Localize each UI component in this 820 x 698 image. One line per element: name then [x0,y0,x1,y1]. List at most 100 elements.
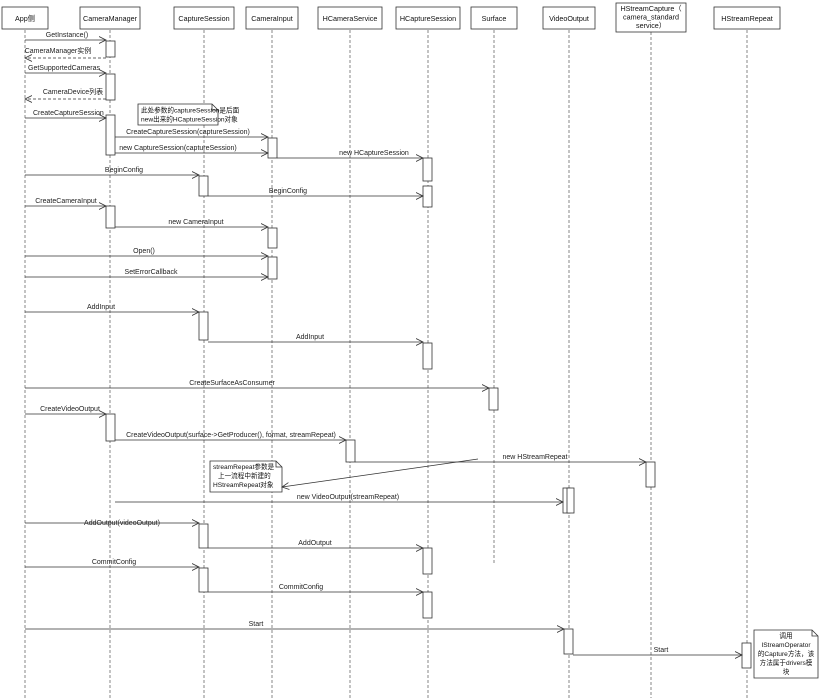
message-cs-to-hcap: BeginConfig [208,188,423,196]
participant-surface-label: Surface [482,14,507,23]
activation-bar [422,342,433,370]
participant-hcamera-service: HCameraService [317,6,383,30]
note-stream-repeat-line2: 上一流程中新建的 [218,471,271,480]
message-hcs-to-hsc: new HStreamRepeat [355,454,646,462]
note-istream-operator-line2: IStreamOperator [761,642,811,649]
message-label: new VideoOutput(streamRepeat) [297,494,399,501]
message-app-to-cm: CreateCameraInput [25,198,106,206]
note-stream-repeat-line3: HStreamRepeat对象 [213,480,274,489]
message-label: SetErrorCallback [125,269,178,276]
message-app-to-vo: Start [25,621,564,629]
message-label: CreateSurfaceAsConsumer [189,380,275,387]
note-istream-operator-line5: 块 [783,667,790,676]
message-label: CreateCaptureSession [33,110,104,117]
message-cm-to-app: CameraManager实例 [25,46,106,58]
message-cm-to-ci: new CaptureSession(captureSession) [115,145,268,153]
participant-hstream-repeat-label: HStreamRepeat [721,14,773,23]
message-label: BeginConfig [105,167,143,174]
activation-bar [105,413,116,442]
message-label: BeginConfig [269,188,307,195]
message-label: CommitConfig [92,559,136,566]
activation-bar [345,439,356,463]
message-label: new HCaptureSession [339,150,409,157]
message-cm-to-vo: new VideoOutput(streamRepeat) [115,494,563,502]
message-label: AddInput [296,334,324,341]
activation-bar [198,311,209,341]
message-label: Start [654,647,669,654]
activation-bar [267,256,278,280]
activation-bar [741,642,752,669]
activation-bar [422,547,433,575]
message-cm-to-ci: new CameraInput [115,219,268,227]
message-label: Open() [133,248,155,255]
message-app-to-cs: AddOutput(videoOutput) [25,520,199,527]
activation-bar [198,567,209,593]
message-cm-to-app: CameraDevice列表 [25,87,106,99]
message-label: CameraManager实例 [25,46,92,55]
message-app-to-cs: AddInput [25,304,199,312]
activation-bar [105,114,116,156]
activation-bar [198,175,209,197]
message-app-to-cs: CommitConfig [25,559,199,567]
note-istream-operator-line1: 调用 [779,631,792,640]
message-label: CreateCameraInput [35,198,97,205]
note-connector [282,458,479,487]
message-label: new HStreamRepeat [503,454,568,461]
message-cs-to-hcap: AddInput [208,334,423,342]
note-istream-operator-line4: 方法属于drivers模 [760,658,813,667]
message-app-to-ci: Open() [25,248,268,256]
participant-hcapture-session: HCaptureSession [395,6,461,30]
message-app-to-cm: CreateVideoOutput [25,406,106,414]
participant-video-output-label: VideoOutput [549,14,589,23]
participant-app-label: App侧 [15,14,35,23]
activation-bar [488,387,499,411]
participant-camera-input-label: CameraInput [251,14,293,23]
message-label: CreateCaptureSession(captureSession) [126,129,250,136]
participant-camera-input: CameraInput [245,6,299,30]
message-label: CameraDevice列表 [43,87,103,96]
participant-capture-session-label: CaptureSession [178,14,229,23]
note-capture-session-line1: 此处参数的captureSession是后面 [141,106,240,115]
message-label: CommitConfig [279,584,323,591]
participant-surface: Surface [470,6,518,30]
message-app-to-cm: CreateCaptureSession [25,110,106,118]
activation-bar [422,185,433,208]
message-app-to-surf: CreateSurfaceAsConsumer [25,380,489,388]
message-label: AddOutput [298,540,332,547]
participant-hstream-repeat: HStreamRepeat [713,6,781,30]
activation-bar [645,461,656,488]
note-stream-repeat-line1: streamRepeat参数是 [213,462,275,471]
message-cs-to-hcap: CommitConfig [208,584,423,592]
activation-bar [198,523,209,549]
message-label: AddOutput(videoOutput) [84,520,160,527]
participant-camera-manager-label: CameraManager [83,14,138,23]
activation-bar [105,40,116,58]
note-istream-operator: 调用 IStreamOperator 的Capture方法，该 方法属于driv… [753,629,819,679]
activation-bar [267,137,278,159]
activation-bar [566,487,575,514]
message-cm-to-ci: CreateCaptureSession(captureSession) [115,129,268,137]
message-label: AddInput [87,304,115,311]
participant-hcapture-session-label: HCaptureSession [400,14,456,23]
message-label: Start [249,621,264,628]
message-app-to-cs: BeginConfig [25,167,199,175]
message-label: new CameraInput [168,219,223,226]
message-label: new CaptureSession(captureSession) [119,145,237,152]
note-capture-session-line2: new出来的HCaptureSession对象 [141,115,238,124]
participant-video-output: VideoOutput [542,6,596,30]
message-ci-to-hcap: new HCaptureSession [277,150,423,158]
note-stream-repeat: streamRepeat参数是 上一流程中新建的 HStreamRepeat对象 [209,460,283,493]
activation-bar [105,73,116,101]
message-app-to-cm: GetInstance() [25,32,106,40]
note-istream-operator-line3: 的Capture方法，该 [758,649,815,658]
message-label: GetSupportedCameras [28,65,100,72]
message-app-to-cm: GetSupportedCameras [25,65,106,73]
message-app-to-ci: SetErrorCallback [25,269,268,277]
message-vo-to-hsr: Start [573,647,742,655]
participant-camera-manager: CameraManager [79,6,141,30]
message-label: GetInstance() [46,32,88,39]
activation-bar [105,205,116,229]
